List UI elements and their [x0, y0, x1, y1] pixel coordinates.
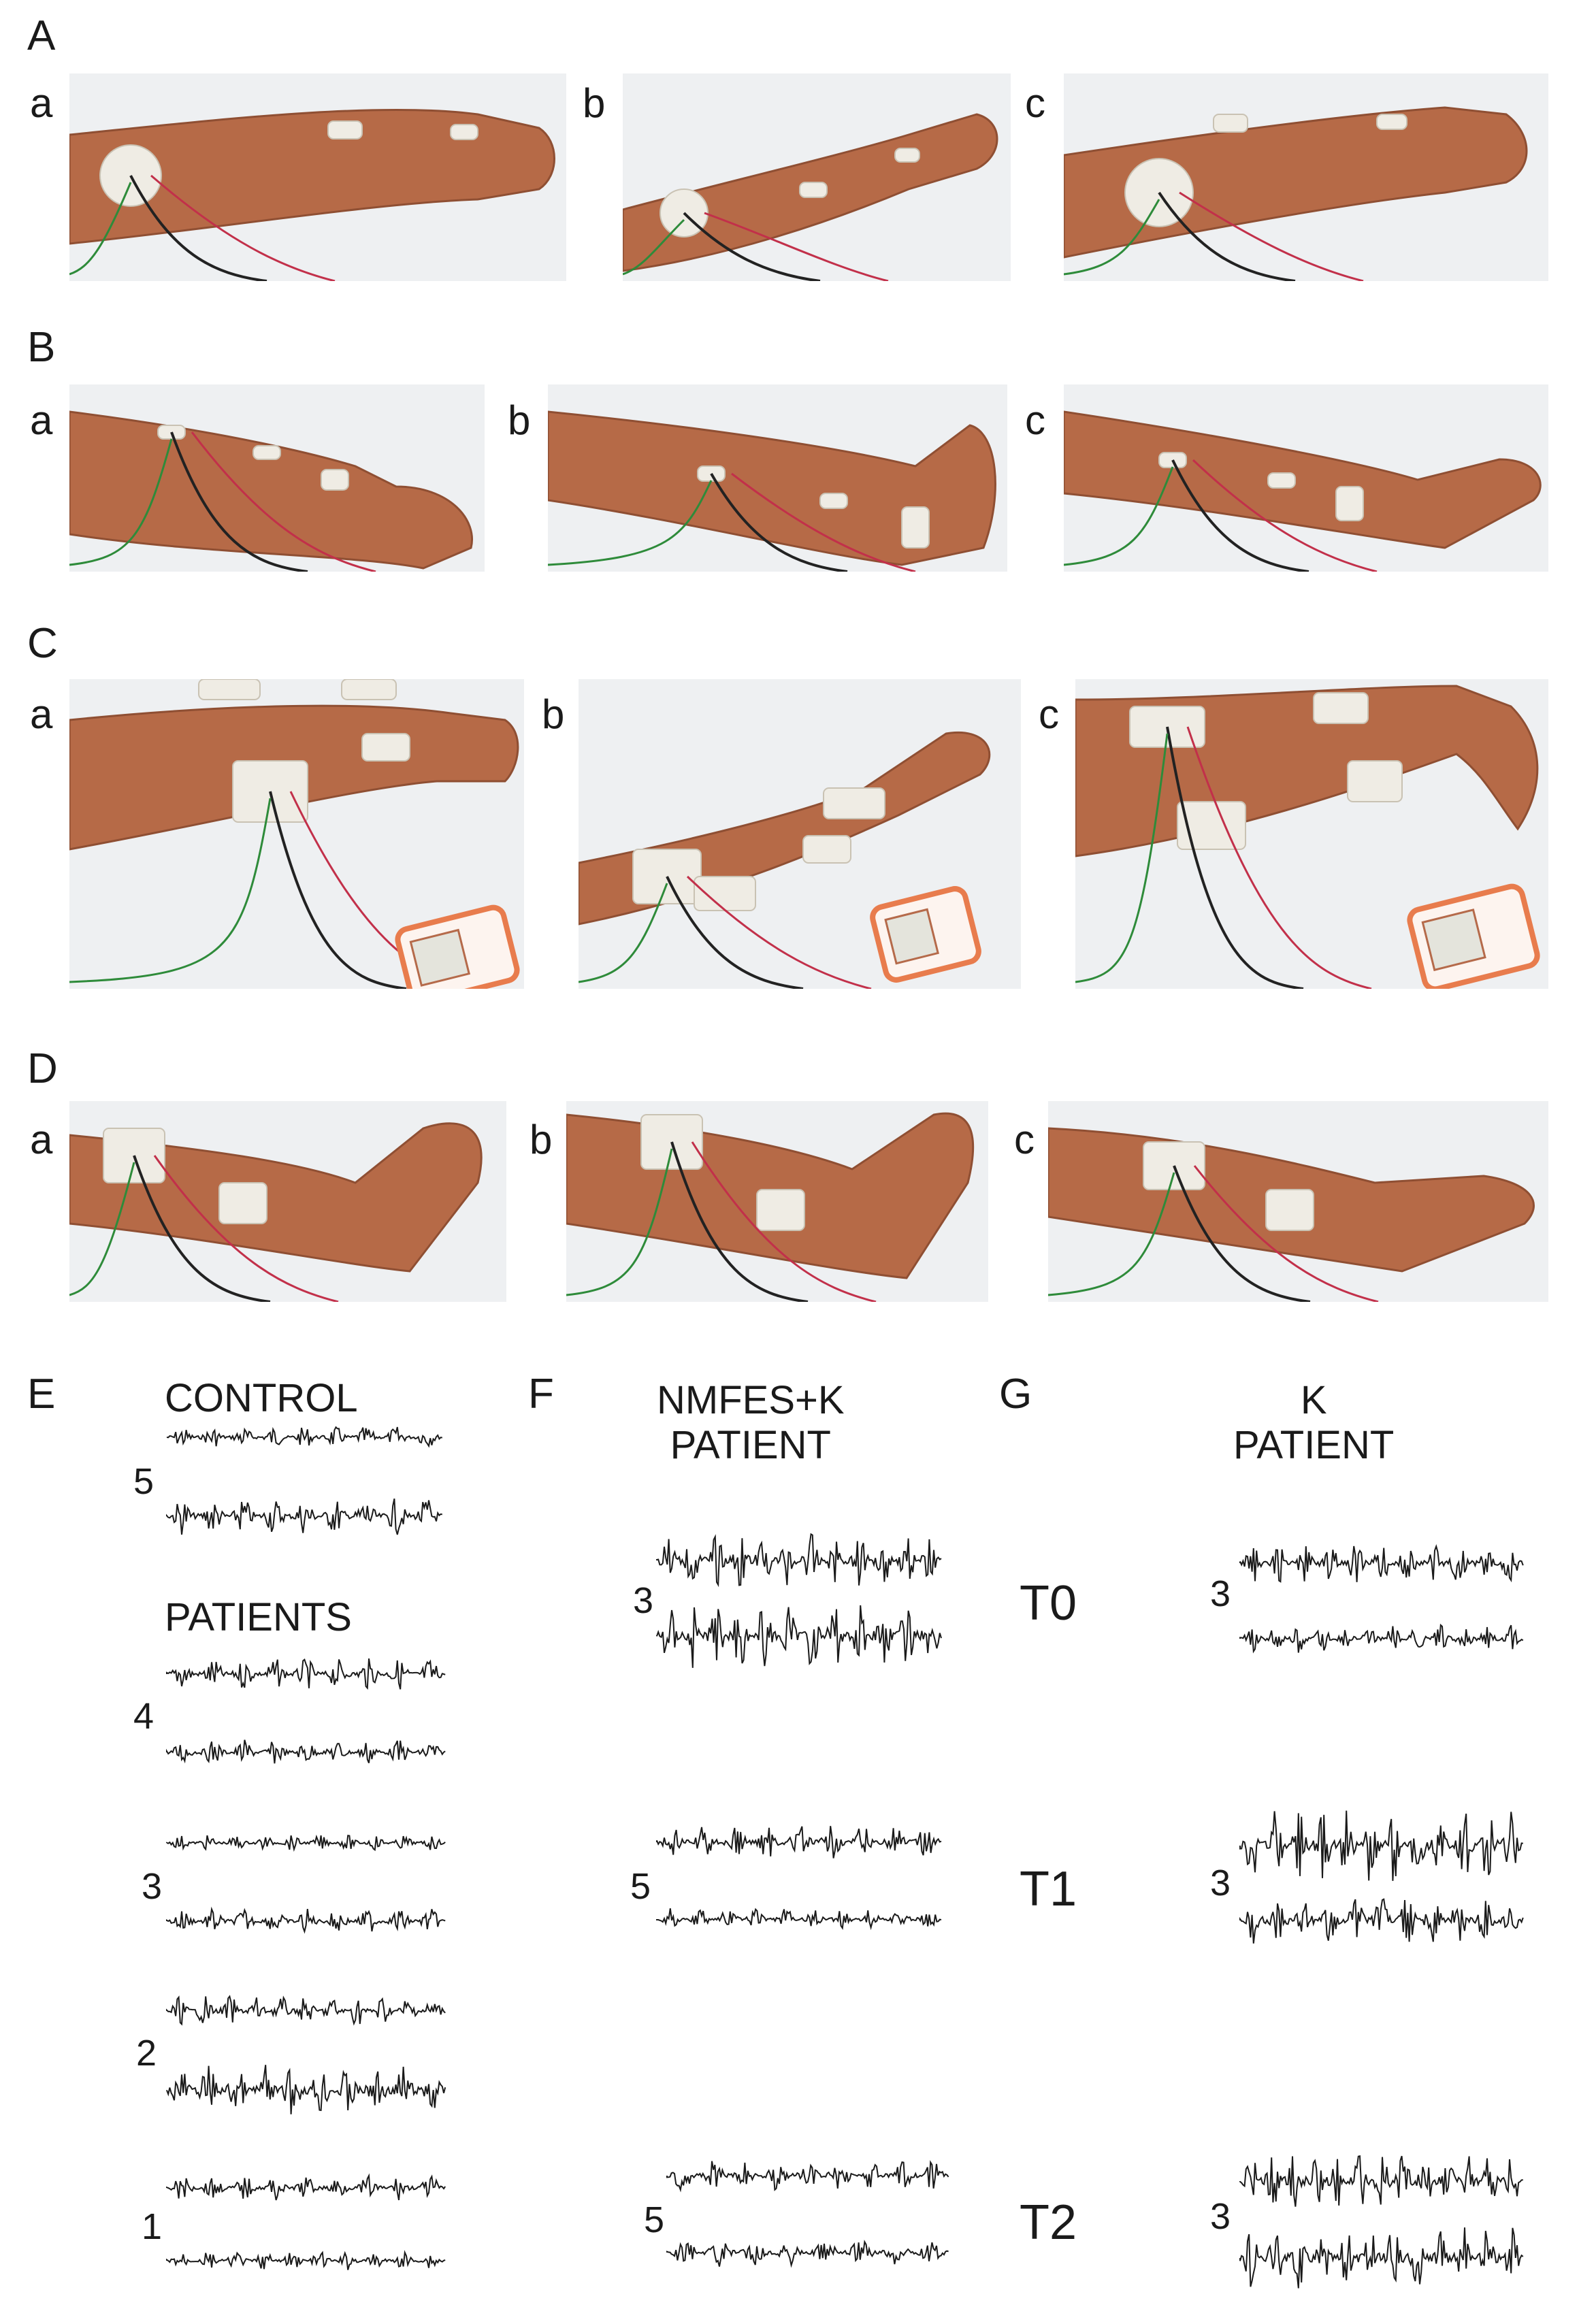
emg-trace-17: [1239, 1544, 1524, 1583]
emg-trace-15: [666, 2160, 949, 2193]
photo-forearm-A-b: [623, 73, 1011, 281]
photo-leg-B-a: [69, 384, 485, 572]
emg-trace-22: [1239, 2227, 1524, 2289]
emg-trace-16: [666, 2240, 949, 2268]
patient-level-2: 2: [136, 2033, 157, 2074]
emg-trace-20: [1239, 1898, 1524, 1944]
emg-trace-5: [166, 1834, 446, 1852]
photo-leg-stim-D-c: [1048, 1101, 1548, 1302]
photo-leg-stim-D-a: [69, 1101, 506, 1302]
panel-label-D: D: [27, 1045, 58, 1092]
photo-forearm-stim-C-c: [1075, 679, 1548, 989]
emg-trace-2: [166, 1498, 443, 1535]
photo-forearm-A-a: [69, 73, 566, 281]
panel-label-F: F: [528, 1371, 554, 1418]
photo-forearm-A-c: [1064, 73, 1548, 281]
emg-trace-1: [166, 1426, 442, 1448]
k-level-T1: 3: [1210, 1863, 1231, 1903]
nmfes-k-patient-header: NMFES+K PATIENT: [657, 1378, 845, 1467]
panel-A-sub-b: b: [583, 80, 606, 126]
k-patient-header: K PATIENT: [1233, 1378, 1395, 1467]
emg-trace-10: [166, 2250, 446, 2270]
timepoint-T2: T2: [1020, 2195, 1077, 2250]
panel-label-E: E: [27, 1371, 56, 1418]
panel-B-sub-a: a: [30, 397, 53, 443]
panel-A-sub-c: c: [1025, 80, 1045, 126]
emg-trace-14: [656, 1908, 942, 1931]
panel-D-sub-b: b: [530, 1117, 553, 1162]
emg-trace-7: [166, 1995, 446, 2026]
patients-header: PATIENTS: [165, 1595, 352, 1639]
panel-D-sub-c: c: [1014, 1117, 1035, 1162]
emg-trace-8: [166, 2065, 446, 2114]
k-level-T0: 3: [1210, 1573, 1231, 1614]
panel-B-sub-c: c: [1025, 397, 1045, 443]
emg-traces: [166, 1426, 1524, 2289]
emg-trace-11: [656, 1533, 942, 1588]
patient-level-1: 1: [142, 2206, 163, 2247]
photo-leg-stim-D-b: [566, 1101, 988, 1302]
control-level: 5: [133, 1461, 154, 1502]
nmfes-level-T0: 3: [633, 1580, 654, 1621]
panel-label-C: C: [27, 620, 58, 667]
panel-B-sub-b: b: [508, 397, 531, 443]
emg-trace-21: [1239, 2155, 1523, 2207]
emg-trace-18: [1239, 1623, 1524, 1654]
panel-D-sub-a: a: [30, 1117, 53, 1162]
timepoint-T0: T0: [1020, 1576, 1077, 1631]
photo-leg-B-c: [1064, 384, 1548, 572]
k-level-T2: 3: [1210, 2196, 1231, 2237]
emg-trace-12: [656, 1605, 942, 1668]
timepoint-T1: T1: [1020, 1862, 1077, 1916]
emg-trace-9: [166, 2173, 446, 2201]
photo-leg-B-b: [548, 384, 1007, 572]
emg-trace-19: [1239, 1810, 1523, 1881]
nmfes-level-T1: 5: [630, 1866, 651, 1907]
panel-label-G: G: [999, 1371, 1032, 1418]
photo-forearm-stim-C-a: [69, 679, 524, 989]
emg-trace-4: [166, 1739, 446, 1764]
patient-level-3: 3: [142, 1866, 163, 1907]
panel-C-sub-c: c: [1039, 691, 1059, 737]
panel-C-sub-a: a: [30, 691, 53, 737]
panel-C-sub-b: b: [542, 691, 565, 737]
patient-level-4: 4: [133, 1696, 154, 1737]
photo-forearm-stim-C-b: [579, 679, 1021, 989]
emg-trace-3: [166, 1658, 446, 1690]
panel-label-B: B: [27, 324, 56, 371]
panel-label-A: A: [27, 12, 56, 59]
nmfes-level-T2: 5: [644, 2199, 665, 2240]
control-header: CONTROL: [165, 1376, 358, 1420]
emg-trace-6: [166, 1906, 446, 1934]
emg-trace-13: [656, 1826, 942, 1859]
panel-A-sub-a: a: [30, 80, 53, 126]
